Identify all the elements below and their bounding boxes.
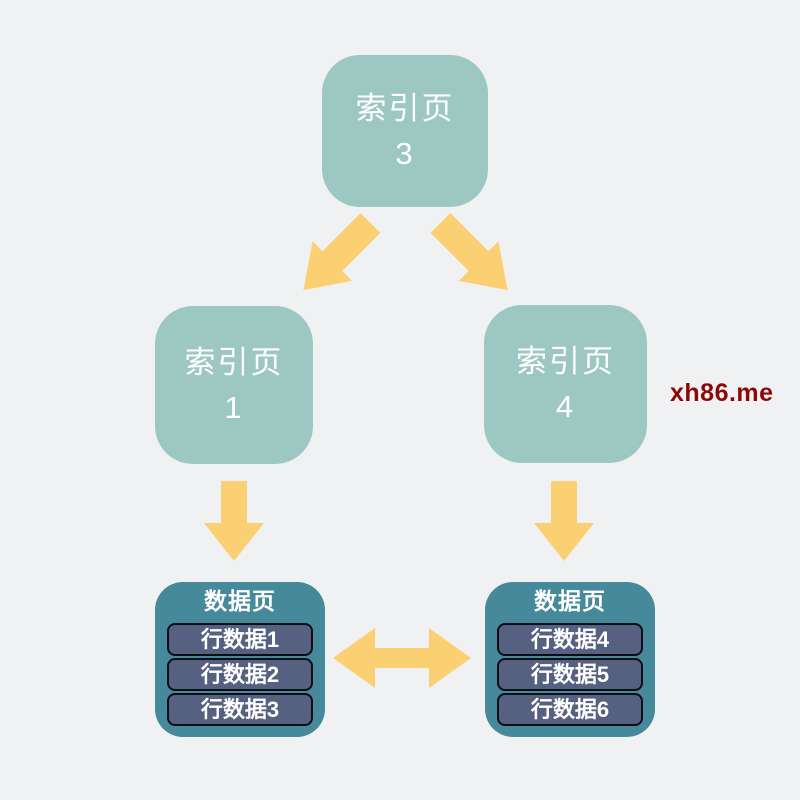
index-page-label: 索引页 bbox=[355, 91, 455, 126]
arrow-root-to-index4-icon bbox=[430, 213, 508, 291]
data-row: 行数据4 bbox=[497, 623, 643, 656]
index-page-4-node: 索引页 4 bbox=[484, 305, 647, 463]
index-page-1-node: 索引页 1 bbox=[155, 306, 313, 464]
arrow-root-to-index1-icon bbox=[303, 213, 381, 291]
arrow-index4-to-datapage-icon bbox=[534, 481, 594, 561]
data-page-node-left: 数据页 行数据1 行数据2 行数据3 bbox=[155, 582, 325, 737]
index-page-label: 索引页 bbox=[516, 344, 615, 379]
data-page-label: 数据页 bbox=[534, 588, 606, 614]
index-page-3-node: 索引页 3 bbox=[322, 55, 488, 207]
watermark-text: xh86.me bbox=[670, 379, 774, 407]
index-page-number: 4 bbox=[555, 389, 576, 424]
index-page-label: 索引页 bbox=[184, 345, 284, 380]
arrow-datapage-link-icon bbox=[333, 628, 471, 688]
data-row: 行数据6 bbox=[497, 693, 643, 726]
data-row: 行数据1 bbox=[167, 623, 313, 656]
index-page-number: 1 bbox=[224, 390, 244, 425]
data-row: 行数据2 bbox=[167, 658, 313, 691]
index-page-number: 3 bbox=[395, 136, 415, 171]
data-row: 行数据5 bbox=[497, 658, 643, 691]
data-page-node-right: 数据页 行数据4 行数据5 行数据6 bbox=[485, 582, 655, 737]
data-row: 行数据3 bbox=[167, 693, 313, 726]
data-page-label: 数据页 bbox=[204, 588, 276, 614]
arrow-index1-to-datapage-icon bbox=[204, 481, 264, 561]
